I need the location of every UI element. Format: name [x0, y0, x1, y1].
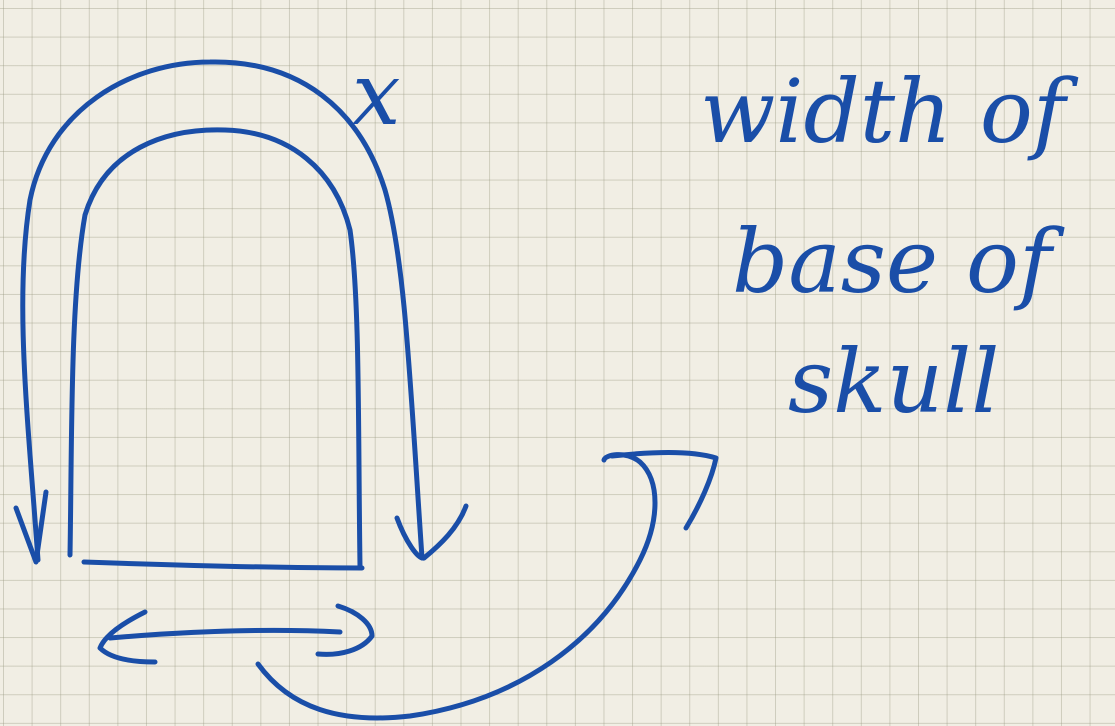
base-line	[84, 562, 362, 568]
note-line-3: skull	[788, 330, 999, 433]
outer-left-arrowhead	[16, 492, 46, 562]
note-line-1: width of	[700, 60, 1079, 163]
pointer-arrow-head	[612, 453, 716, 529]
variable-x-label: x	[352, 45, 401, 145]
outer-right-arrowhead	[397, 506, 466, 558]
note-line-2: base of	[732, 210, 1065, 313]
inner-arch-skull	[70, 130, 360, 566]
pointer-arrow	[258, 455, 655, 718]
width-arrow-shaft	[110, 630, 340, 638]
